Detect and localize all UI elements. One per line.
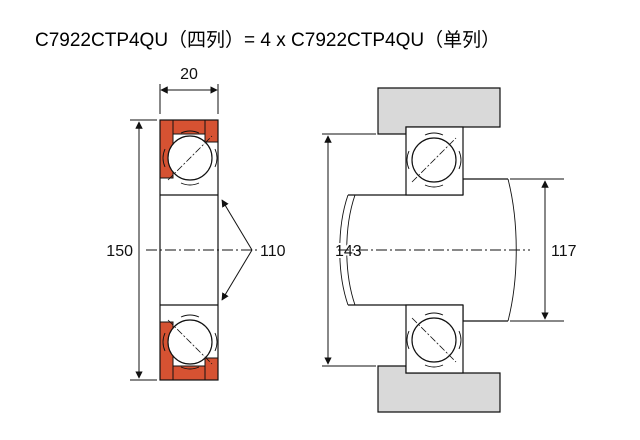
cage-arcs-top	[162, 130, 218, 186]
mounted-bearing-section: 143 117	[322, 87, 579, 413]
dim-shaft-abutment-value: 117	[551, 243, 577, 260]
contact-line-top	[411, 137, 457, 183]
cage-arcs-top	[406, 132, 462, 188]
page-title: C7922CTP4QU（四列）= 4 x C7922CTP4QU（单列）	[35, 29, 500, 51]
dim-outer-diameter-value: 150	[106, 243, 133, 260]
contact-line-top	[167, 135, 213, 181]
cage-arcs-bottom	[162, 314, 218, 370]
dim-width-value: 20	[180, 66, 198, 83]
dim-housing-abutment-value: 143	[335, 243, 362, 260]
dimension-shaft-abutment: 117	[510, 178, 579, 322]
seal-bottom-right	[204, 357, 219, 381]
bearing-cross-section: 20 150 110	[104, 64, 288, 381]
dimension-bore-diameter: 110	[221, 199, 288, 301]
dimension-housing-abutment: 143	[322, 133, 376, 367]
seal-top-right	[204, 119, 219, 143]
dimension-width: 20	[159, 64, 219, 114]
cage-arcs-bottom	[406, 312, 462, 368]
contact-line-bottom	[167, 319, 213, 365]
dimension-outer-diameter: 150	[104, 119, 157, 381]
dim-bore-diameter-value: 110	[260, 243, 286, 260]
contact-line-bottom	[411, 317, 457, 363]
